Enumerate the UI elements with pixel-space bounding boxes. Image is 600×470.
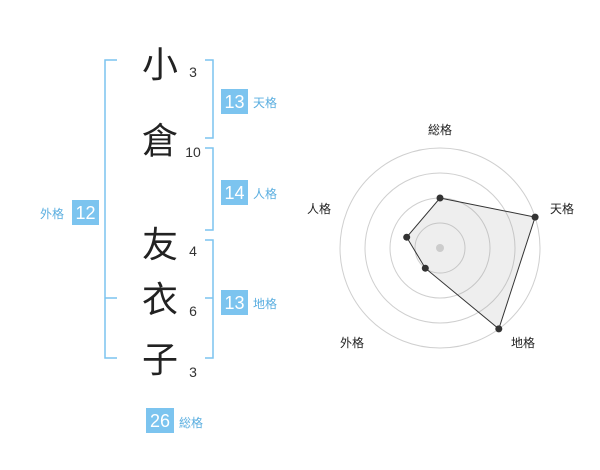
radar-axis-label-gaikaku: 外格 [340, 335, 364, 350]
soukaku-label: 総格 [179, 415, 203, 430]
name-char-1: 小 [142, 45, 178, 86]
radar-ring-3 [364, 172, 516, 324]
stroke-count-3: 4 [189, 243, 197, 259]
soukaku-badge: 26 総格 [146, 408, 203, 433]
name-column: 小 3 倉 10 友 4 衣 6 子 3 [142, 45, 201, 381]
radar-points [403, 194, 539, 333]
radar-axis-label-tenkaku: 天格 [550, 201, 574, 216]
gaikaku-badge: 外格 12 [40, 200, 99, 225]
gaikaku-bracket [104, 59, 117, 359]
radar-ring-1 [414, 222, 466, 274]
stroke-count-5: 3 [189, 364, 197, 380]
radar-axis-label-chikaku: 地格 [511, 335, 535, 350]
radar-axis-label-jinkaku: 人格 [307, 201, 331, 216]
tenkaku-value: 13 [224, 92, 244, 112]
radar-point-4 [421, 264, 429, 272]
name-char-4: 衣 [142, 280, 178, 321]
chikaku-label: 地格 [253, 296, 277, 311]
jinkaku-value: 14 [224, 183, 244, 203]
chikaku-bracket [205, 239, 214, 359]
name-char-5: 子 [142, 340, 178, 381]
gaikaku-value: 12 [75, 203, 95, 223]
name-char-2: 倉 [142, 121, 178, 162]
jinkaku-label: 人格 [253, 186, 277, 201]
chikaku-badge: 13 地格 [221, 290, 277, 315]
radar-center-dot [436, 244, 444, 252]
jinkaku-badge: 14 人格 [221, 180, 277, 205]
stroke-count-1: 3 [189, 64, 197, 80]
radar-chart: 総格 天格 地格 外格 人格 [307, 122, 574, 350]
name-char-3: 友 [142, 225, 178, 266]
tenkaku-label: 天格 [253, 95, 277, 110]
stroke-count-4: 6 [189, 303, 197, 319]
brackets [104, 59, 214, 359]
chikaku-value: 13 [224, 293, 244, 313]
radar-axis-label-soukaku: 総格 [428, 122, 452, 137]
stroke-count-2: 10 [185, 144, 201, 160]
soukaku-value: 26 [150, 411, 170, 431]
radar-point-1 [436, 194, 444, 202]
radar-ring-4 [339, 147, 541, 349]
radar-series-area [406, 197, 536, 330]
radar-point-2 [531, 213, 539, 221]
tenkaku-badge: 13 天格 [221, 89, 277, 114]
gaikaku-label: 外格 [40, 206, 64, 221]
radar-point-5 [403, 233, 411, 241]
radar-point-3 [495, 325, 503, 333]
tenkaku-bracket [205, 59, 214, 139]
jinkaku-bracket [205, 147, 214, 231]
